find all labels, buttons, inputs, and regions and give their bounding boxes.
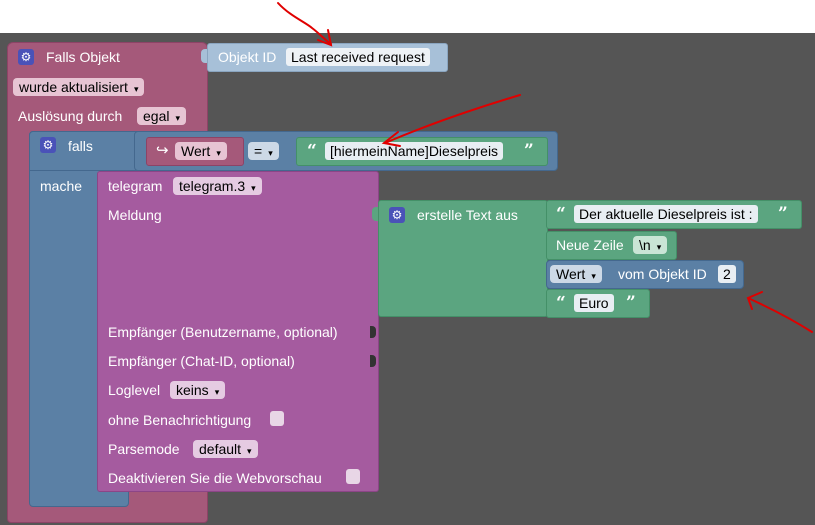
quote-open-icon: “ xyxy=(556,293,566,313)
telegram-title: telegram xyxy=(108,178,163,194)
get-object-id-field[interactable]: 2 xyxy=(718,265,736,283)
quote-open-icon: “ xyxy=(307,141,317,161)
quote-close-icon: ” xyxy=(524,141,534,161)
text-join-title: erstelle Text aus xyxy=(417,207,518,223)
gear-icon[interactable]: ⚙ xyxy=(40,137,56,153)
input-connector xyxy=(370,355,376,367)
connector-tab xyxy=(201,49,209,63)
chevron-down-icon: ▾ xyxy=(175,113,180,123)
arrow-icon: ↪ xyxy=(156,142,169,159)
parsemode-dropdown[interactable]: default▾ xyxy=(193,440,258,458)
chevron-down-icon: ▾ xyxy=(216,148,221,158)
telegram-instance-dropdown[interactable]: telegram.3▾ xyxy=(173,177,262,195)
newline-dropdown[interactable]: \n▾ xyxy=(633,236,668,254)
message-label: Meldung xyxy=(108,207,162,223)
chevron-down-icon: ▾ xyxy=(591,271,596,281)
trigger-dropdown[interactable]: wurde aktualisiert▾ xyxy=(13,78,145,96)
text2-field[interactable]: Euro xyxy=(574,294,614,312)
loglevel-dropdown[interactable]: keins▾ xyxy=(170,381,226,399)
quote-close-icon: ” xyxy=(778,204,788,224)
gear-icon[interactable]: ⚙ xyxy=(389,207,405,223)
gear-icon[interactable]: ⚙ xyxy=(18,49,34,65)
object-id-field[interactable]: Last received request xyxy=(286,48,430,66)
compare-text-field[interactable]: [hiermeinName]Dieselpreis xyxy=(325,142,504,160)
text1-field[interactable]: Der aktuelle Dieselpreis ist : xyxy=(574,205,758,223)
disable-preview-checkbox[interactable] xyxy=(346,469,360,484)
operator-dropdown[interactable]: =▾ xyxy=(248,142,279,160)
chevron-down-icon: ▾ xyxy=(247,446,252,456)
trigger-by-label: Auslösung durch xyxy=(18,108,123,124)
trigger-by-dropdown[interactable]: egal▾ xyxy=(137,107,186,125)
disable-preview-label: Deaktivieren Sie die Webvorschau xyxy=(108,470,322,486)
get-object-value-block[interactable] xyxy=(546,260,744,289)
chevron-down-icon: ▾ xyxy=(251,183,256,193)
chevron-down-icon: ▾ xyxy=(133,84,139,94)
input-connector xyxy=(370,326,376,338)
event-title: Falls Objekt xyxy=(46,49,120,65)
chevron-down-icon: ▾ xyxy=(656,242,662,252)
connector-tab xyxy=(372,207,380,221)
value-attribute-dropdown[interactable]: Wert▾ xyxy=(175,142,227,160)
do-label: mache xyxy=(40,178,83,194)
blockly-workspace[interactable]: ⚙ Falls Objekt wurde aktualisiert▾ Auslö… xyxy=(0,33,815,525)
recipient-user-label: Empfänger (Benutzername, optional) xyxy=(108,324,338,340)
silent-label: ohne Benachrichtigung xyxy=(108,412,252,428)
quote-open-icon: “ xyxy=(556,204,566,224)
chevron-down-icon: ▾ xyxy=(268,148,273,158)
if-label: falls xyxy=(68,138,93,154)
telegram-block[interactable] xyxy=(97,171,379,492)
silent-checkbox[interactable] xyxy=(270,411,284,426)
get-attribute-dropdown[interactable]: Wert▾ xyxy=(550,265,602,283)
chevron-down-icon: ▾ xyxy=(214,387,220,397)
loglevel-label: Loglevel xyxy=(108,382,161,398)
parsemode-label: Parsemode xyxy=(108,441,180,457)
object-id-label: Objekt ID xyxy=(218,49,277,65)
recipient-chat-label: Empfänger (Chat-ID, optional) xyxy=(108,353,295,369)
get-value-label: vom Objekt ID xyxy=(618,266,707,282)
quote-close-icon: ” xyxy=(626,293,636,313)
newline-label: Neue Zeile xyxy=(556,237,624,253)
